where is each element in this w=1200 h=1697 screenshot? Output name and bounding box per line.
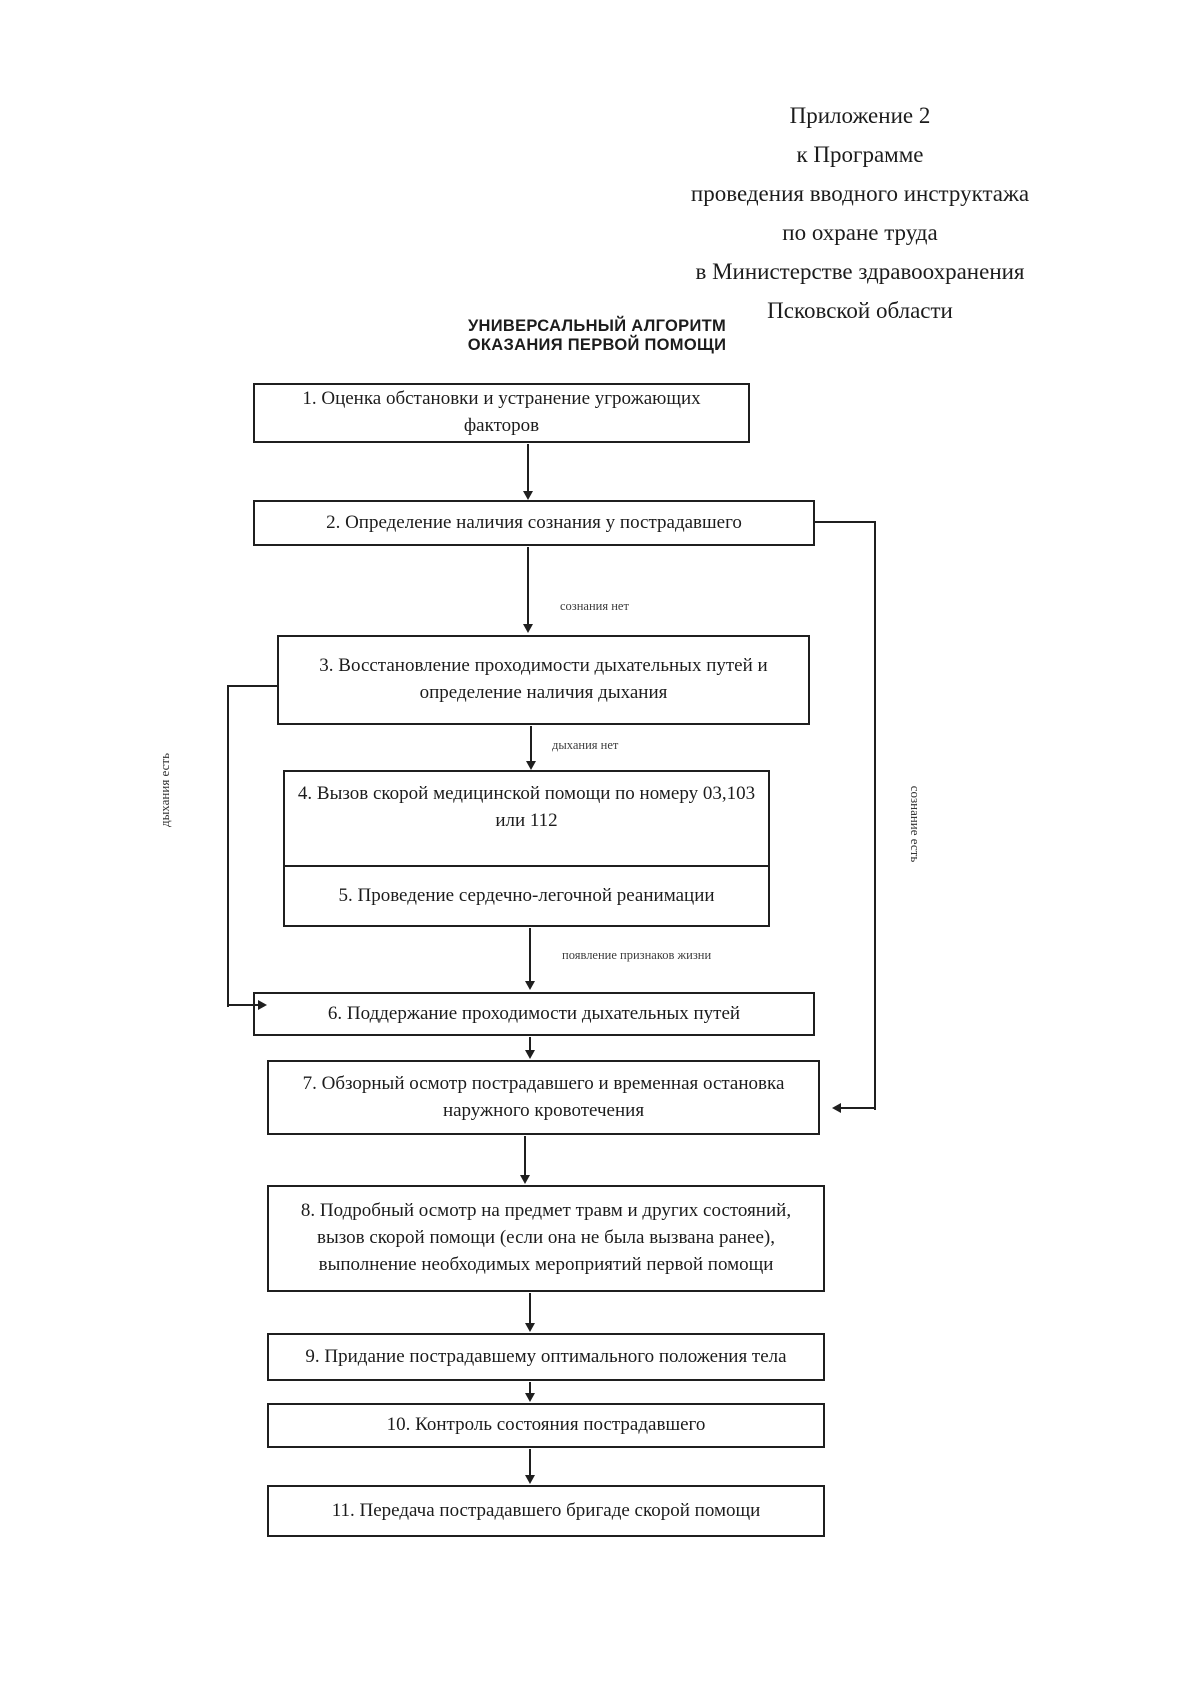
arrow-node3-node4 [526,726,536,770]
diagram-title: УНИВЕРСАЛЬНЫЙ АЛГОРИТМ ОКАЗАНИЯ ПЕРВОЙ П… [337,317,857,355]
arrow-node8-node9 [525,1293,535,1332]
flow-node-2: 2. Определение наличия сознания у постра… [253,500,815,546]
appendix-line: Приложение 2 [789,103,931,128]
flow-node-4-label: 4. Вызов скорой медицинской помощи по но… [297,783,756,831]
arrow-node10-node11 [525,1449,535,1484]
flow-node-9-label: 9. Придание пострадавшему оптимального п… [305,1345,787,1367]
edge-label-signs-of-life: появление признаков жизни [562,948,712,962]
flow-node-1: 1. Оценка обстановки и устранение угрожа… [253,383,750,443]
flow-node-11: 11. Передача пострадавшего бригаде скоро… [267,1485,825,1537]
appendix-line: Псковской области [767,298,953,323]
arrowhead-into-node6 [229,1000,267,1010]
flow-node-7-label: 7. Обзорный осмотр пострадавшего и време… [302,1072,785,1121]
arrowhead-into-node7 [832,1103,875,1113]
diagram-title-line1: УНИВЕРСАЛЬНЫЙ АЛГОРИТМ [467,317,727,335]
flow-node-4: 4. Вызов скорой медицинской помощи по но… [283,770,770,867]
connector-breathing-present [227,685,278,1007]
flow-node-1-label: 1. Оценка обстановки и устранение угрожа… [302,388,701,436]
arrow-node5-node6 [525,928,535,990]
flow-node-8-label: 8. Подробный осмотр на предмет травм и д… [300,1200,792,1275]
connector-consciousness-present [815,521,876,1110]
edge-label-breathing-absent: дыхания нет [552,738,619,752]
flow-node-5-label: 5. Проведение сердечно-легочной реанимац… [338,884,715,906]
flow-node-5: 5. Проведение сердечно-легочной реанимац… [283,865,770,927]
flow-node-6-label: 6. Поддержание проходимости дыхательных … [327,1002,741,1024]
flow-node-3: 3. Восстановление проходимости дыхательн… [277,635,810,725]
edge-label-breathing-present: дыхания есть [157,752,172,828]
diagram-title-line2: ОКАЗАНИЯ ПЕРВОЙ ПОМОЩИ [467,336,727,354]
appendix-header: Приложение 2 к Программе проведения ввод… [600,96,1120,330]
flow-node-2-label: 2. Определение наличия сознания у постра… [326,511,742,533]
appendix-line: проведения вводного инструктажа [690,181,1030,206]
edge-label-consciousness-present: сознание есть [908,785,923,863]
flow-node-7: 7. Обзорный осмотр пострадавшего и време… [267,1060,820,1135]
arrow-node2-node3 [523,547,533,633]
flow-node-10-label: 10. Контроль состояния пострадавшего [386,1414,706,1436]
flow-node-6: 6. Поддержание проходимости дыхательных … [253,992,815,1036]
flow-node-9: 9. Придание пострадавшему оптимального п… [267,1333,825,1381]
appendix-line: в Министерстве здравоохранения [695,259,1025,284]
arrow-node7-node8 [520,1136,530,1184]
arrow-node9-node10 [525,1382,535,1402]
arrow-node1-node2 [523,444,533,500]
flow-node-10: 10. Контроль состояния пострадавшего [267,1403,825,1448]
appendix-line: к Программе [796,142,924,167]
edge-label-consciousness-absent: сознания нет [560,599,629,613]
arrow-node6-node7 [525,1037,535,1059]
flow-node-11-label: 11. Передача пострадавшего бригаде скоро… [331,1499,761,1521]
appendix-line: по охране труда [782,220,938,245]
flow-node-8: 8. Подробный осмотр на предмет травм и д… [267,1185,825,1292]
flow-node-3-label: 3. Восстановление проходимости дыхательн… [319,655,768,703]
